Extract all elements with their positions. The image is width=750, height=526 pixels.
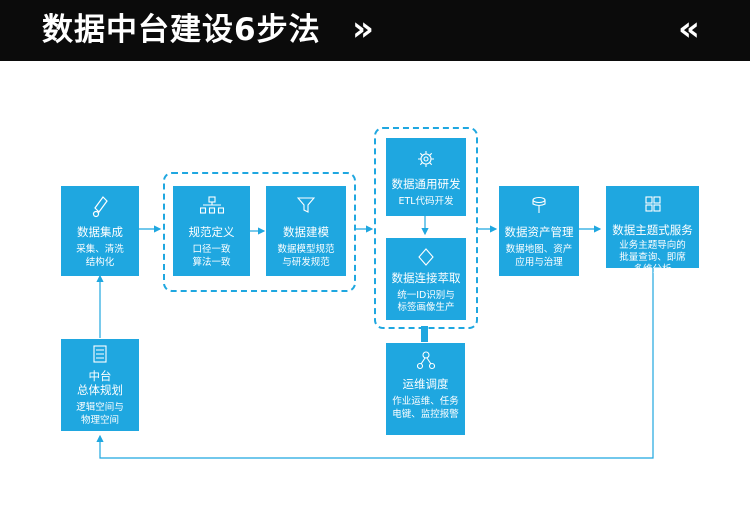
node-data-asset[interactable]: 数据资产管理 数据地图、资产 应用与治理 bbox=[499, 186, 579, 276]
node-data-extract[interactable]: 数据连接萃取 统一ID识别与 标签画像生产 bbox=[386, 238, 466, 320]
node-sub: ETL代码开发 bbox=[398, 196, 454, 207]
node-overall-planning[interactable]: 中台 总体规划 逻辑空间与 物理空间 bbox=[61, 339, 139, 431]
database-icon bbox=[532, 196, 546, 213]
node-sub: 批量查询、即席 bbox=[619, 252, 686, 263]
node-sub: 物理空间 bbox=[80, 415, 119, 426]
dashed-group-development bbox=[374, 127, 478, 329]
node-sub: 多维分析 bbox=[633, 264, 672, 275]
diamond-icon bbox=[418, 248, 434, 266]
node-sub: 业务主题导向的 bbox=[619, 240, 686, 251]
node-data-service[interactable]: 数据主题式服务 业务主题导向的 批量查询、即席 多维分析 bbox=[606, 186, 699, 275]
page-title: 数据中台建设6步法 bbox=[42, 12, 321, 48]
node-sub: 应用与治理 bbox=[515, 257, 563, 268]
tool-icon bbox=[92, 196, 108, 218]
connector-ops bbox=[421, 326, 428, 342]
node-sub: 结构化 bbox=[85, 257, 115, 268]
node-title: 中台 bbox=[88, 369, 112, 383]
network-icon bbox=[416, 351, 435, 370]
node-title: 总体规划 bbox=[77, 383, 123, 397]
funnel-icon bbox=[297, 197, 315, 213]
node-sub: 数据地图、资产 bbox=[505, 244, 573, 255]
node-sub: 数据模型规范 bbox=[277, 244, 335, 255]
node-data-modeling[interactable]: 数据建模 数据模型规范 与研发规范 bbox=[266, 186, 346, 276]
node-sub: 与研发规范 bbox=[282, 257, 330, 268]
node-sub: 逻辑空间与 bbox=[76, 402, 124, 413]
dashed-group-standards bbox=[163, 172, 356, 292]
node-sub: 算法一致 bbox=[192, 257, 231, 268]
header-banner: 数据中台建设6步法 » « bbox=[0, 0, 750, 61]
hierarchy-icon bbox=[199, 196, 224, 214]
node-spec-definition[interactable]: 规范定义 口径一致 算法一致 bbox=[173, 186, 250, 276]
node-sub: 作业运维、任务 bbox=[392, 396, 459, 407]
node-ops-scheduling[interactable]: 运维调度 作业运维、任务 电键、监控报警 bbox=[386, 343, 465, 435]
node-data-integration[interactable]: 数据集成 采集、清洗 结构化 bbox=[61, 186, 139, 276]
grid-icon bbox=[644, 196, 661, 212]
chevron-left-icon: « bbox=[678, 9, 700, 49]
node-sub: 采集、清洗 bbox=[76, 244, 124, 255]
node-sub: 标签画像生产 bbox=[397, 302, 455, 313]
document-icon bbox=[93, 345, 107, 363]
node-title: 数据建模 bbox=[283, 225, 329, 239]
node-title: 数据集成 bbox=[77, 225, 123, 239]
gear-icon bbox=[418, 151, 434, 167]
node-title: 数据通用研发 bbox=[391, 177, 461, 191]
node-data-dev[interactable]: 数据通用研发 ETL代码开发 bbox=[386, 138, 466, 216]
node-sub: 电键、监控报警 bbox=[392, 409, 459, 420]
node-sub: 统一ID识别与 bbox=[397, 290, 455, 301]
node-title: 运维调度 bbox=[402, 377, 449, 391]
node-title: 数据资产管理 bbox=[504, 225, 574, 239]
node-title: 规范定义 bbox=[188, 225, 235, 239]
feedback-loop-line bbox=[96, 268, 654, 459]
node-sub: 口径一致 bbox=[192, 244, 231, 255]
chevron-right-icon: » bbox=[352, 9, 374, 49]
node-title: 数据连接萃取 bbox=[391, 271, 461, 285]
node-title: 数据主题式服务 bbox=[612, 223, 693, 237]
